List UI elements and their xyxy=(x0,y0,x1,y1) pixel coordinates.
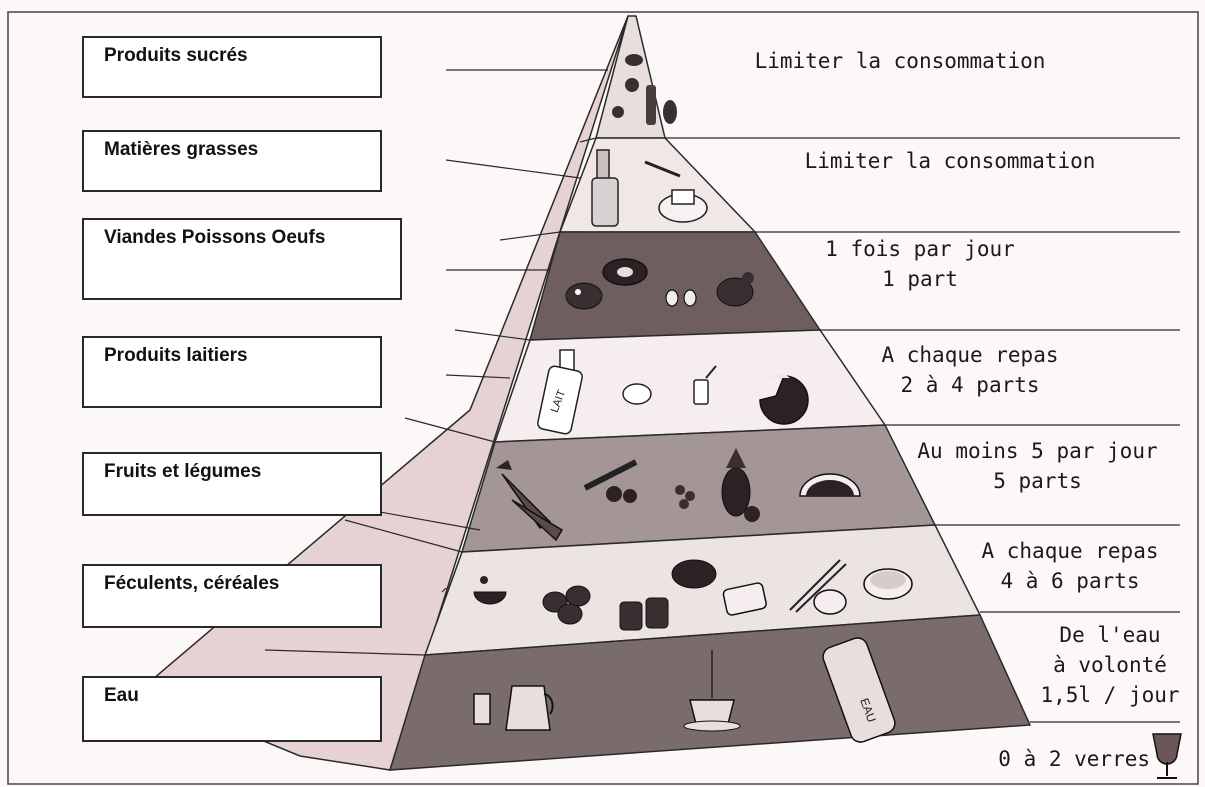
label-connectors xyxy=(379,69,608,593)
fish-icon xyxy=(565,282,603,310)
butter-icon xyxy=(644,160,708,223)
leek-icon xyxy=(583,459,638,503)
carrot-icon xyxy=(496,460,564,542)
wheel-cheese-icon xyxy=(759,373,809,425)
water-bottle-icon: EAU xyxy=(822,637,896,743)
potato-icon xyxy=(542,585,591,625)
cheese-icon xyxy=(622,383,652,405)
band-fats xyxy=(558,137,757,233)
melon-icon xyxy=(799,473,861,497)
label-fruits-veg: Fruits et légumes xyxy=(82,452,382,516)
recommendation-fats: Limiter la consommation xyxy=(804,149,1096,173)
bread-icon xyxy=(619,559,717,631)
chicken-icon xyxy=(716,272,754,307)
right-separators xyxy=(665,137,1180,723)
loaf-icon xyxy=(722,582,767,616)
bowl-icon xyxy=(473,576,507,605)
label-dairy: Produits laitiers xyxy=(82,336,382,408)
recommendation-dairy: A chaque repas 2 à 4 parts xyxy=(881,343,1059,397)
glass-icon xyxy=(473,693,491,725)
water-jug-icon xyxy=(505,685,554,731)
pasta-icon xyxy=(789,559,847,615)
yogurt-icon xyxy=(693,365,717,405)
side-band-lines xyxy=(264,137,597,656)
label-water: Eau xyxy=(82,676,382,742)
recommendation-water: De l'eau à volonté 1,5l / jour xyxy=(1040,623,1180,707)
label-meat-fish-eggs: Viandes Poissons Oeufs xyxy=(82,218,402,300)
label-starch: Féculents, céréales xyxy=(82,564,382,628)
recommendation-fruits-veg: Au moins 5 par jour 5 parts xyxy=(917,439,1158,493)
label-sweets: Produits sucrés xyxy=(82,36,382,98)
label-fats: Matières grasses xyxy=(82,130,382,192)
recommendation-meat: 1 fois par jour 1 part xyxy=(825,237,1015,291)
recommendation-starch: A chaque repas 4 à 6 parts xyxy=(981,539,1159,593)
footer-wine-note: 0 à 2 verres xyxy=(998,747,1150,771)
frame xyxy=(7,11,1199,785)
recommendation-sweets: Limiter la consommation xyxy=(754,49,1046,73)
wine-glass-icon xyxy=(1152,733,1182,779)
candy-icon xyxy=(612,54,677,125)
oil-bottle-icon xyxy=(591,149,619,227)
grapes-icon xyxy=(675,485,695,509)
milk-bottle-icon: LAIT xyxy=(537,349,583,435)
rice-icon xyxy=(863,568,913,600)
pineapple-icon xyxy=(721,448,760,522)
egg-icon xyxy=(665,289,697,307)
steak-icon xyxy=(602,258,648,286)
tea-cup-icon xyxy=(683,650,741,732)
